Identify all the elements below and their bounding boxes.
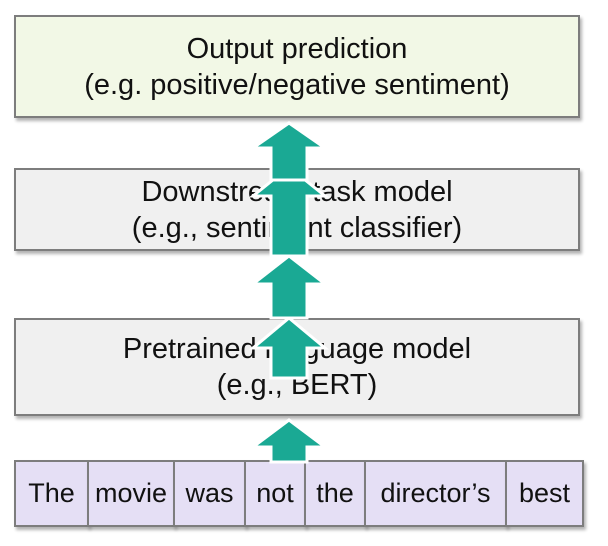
pretrained-language-model-title: Pretrained language model bbox=[122, 333, 472, 365]
token-the-2: the bbox=[304, 460, 366, 527]
pretrained-language-model-box: Pretrained language model (e.g., BERT) bbox=[14, 318, 580, 416]
up-arrow-icon bbox=[248, 254, 330, 320]
token-directors: director’s bbox=[364, 460, 507, 527]
input-token-row: The movie was not the director’s best bbox=[14, 460, 584, 527]
output-prediction-title: Output prediction bbox=[186, 32, 408, 65]
token-the: The bbox=[14, 460, 89, 527]
token-was: was bbox=[173, 460, 246, 527]
token-best: best bbox=[505, 460, 584, 527]
downstream-task-model-box: Downstream task model (e.g., sentiment c… bbox=[14, 168, 580, 251]
up-arrow-icon bbox=[248, 418, 330, 464]
token-movie: movie bbox=[87, 460, 175, 527]
pretrained-language-model-example: (e.g., BERT) bbox=[216, 369, 378, 401]
downstream-task-model-title: Downstream task model bbox=[141, 175, 453, 208]
downstream-task-model-example: (e.g., sentiment classifier) bbox=[131, 211, 463, 244]
token-not: not bbox=[244, 460, 306, 527]
output-prediction-example: (e.g. positive/negative sentiment) bbox=[84, 68, 510, 101]
output-prediction-box: Output prediction (e.g. positive/negativ… bbox=[14, 15, 580, 118]
